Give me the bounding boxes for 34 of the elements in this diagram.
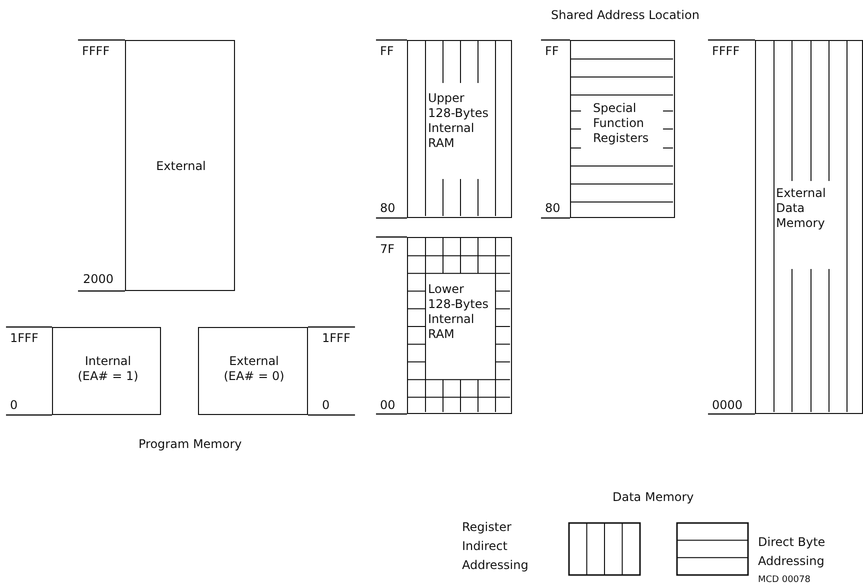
memory-block [407,237,512,414]
address-label: 1FFF [10,331,38,345]
figure-code: MCD 00078 [758,574,810,587]
address-label: 2000 [83,272,114,286]
block-label: External [155,159,207,174]
address-label: 80 [380,201,396,215]
block-label: Special Function Registers [593,101,650,146]
memory-block [198,327,308,415]
address-label: 1FFF [322,331,350,345]
memory-block [755,40,863,414]
address-label: FF [380,44,394,58]
block-label: Internal (EA# = 1) [76,354,140,384]
address-label: 80 [545,201,560,215]
address-label: 00 [380,398,396,412]
memory-block [52,327,161,415]
memory-block [125,40,235,291]
block-label: Lower 128-Bytes Internal RAM [428,282,490,342]
address-label: FFFF [82,44,110,58]
address-label: 7F [380,242,395,256]
address-label: 0 [322,398,330,412]
memory-block [570,40,675,218]
address-label: 0 [10,398,18,412]
heading: Shared Address Location [551,8,700,22]
legend-label: Direct Byte Addressing [758,534,826,570]
memory-block [407,40,512,218]
block-label: External (EA# = 0) [222,354,286,384]
legend-label: Register Indirect Addressing [462,519,530,574]
address-label: FFFF [712,44,740,58]
address-label: 0000 [712,398,743,412]
section-heading: Data Memory [612,490,694,504]
block-label: Upper 128-Bytes Internal RAM [428,91,490,151]
block-label: External Data Memory [776,186,827,231]
section-heading: Program Memory [138,437,242,451]
address-label: FF [545,44,559,58]
